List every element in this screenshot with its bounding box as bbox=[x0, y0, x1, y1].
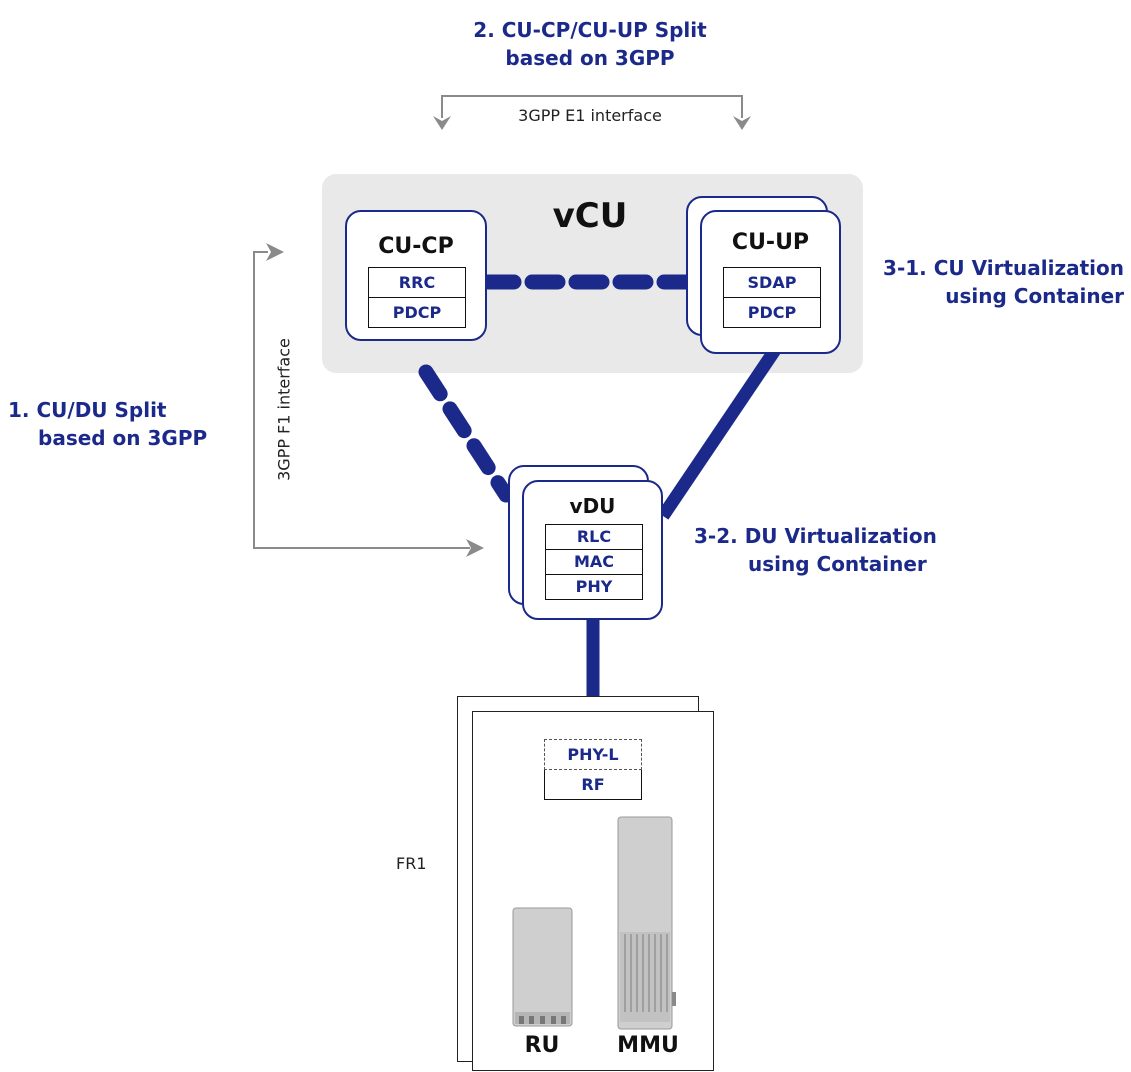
mmu-label: MMU bbox=[617, 1033, 679, 1058]
fr1-label: FR1 bbox=[396, 854, 427, 873]
vdu-card: vDU RLC MAC PHY bbox=[522, 480, 663, 620]
cu-du-split-line2: based on 3GPP bbox=[38, 426, 208, 450]
mmu-device-illustration bbox=[617, 816, 676, 1030]
cu-virtualization-line2: using Container bbox=[945, 284, 1124, 308]
du-virtualization-line2: using Container bbox=[748, 552, 927, 576]
e1-bracket bbox=[441, 95, 743, 118]
devices-illustration bbox=[512, 816, 676, 1030]
e1-interface-label: 3GPP E1 interface bbox=[518, 106, 662, 125]
e1-arrowhead-left bbox=[433, 116, 451, 130]
f1-arrowhead-bottom bbox=[466, 539, 484, 557]
vdu-layer-phy: PHY bbox=[575, 577, 613, 596]
cucp-cuup-split-line1: 2. CU-CP/CU-UP Split bbox=[473, 18, 707, 42]
cu-cp-stack: RRC PDCP bbox=[368, 267, 466, 328]
cu-cp-layer-rrc: RRC bbox=[369, 268, 465, 298]
ru-device-illustration bbox=[512, 907, 573, 1027]
cuup-vdu-link bbox=[657, 346, 781, 520]
e1-arrowhead-right bbox=[733, 116, 751, 130]
cucp-vdu-link bbox=[418, 364, 514, 503]
f1-arrowhead-top bbox=[266, 243, 284, 261]
cu-cp-layer-pdcp: PDCP bbox=[392, 303, 442, 322]
cu-du-split-label: 1. CU/DU Split based on 3GPP bbox=[8, 396, 228, 452]
radio-card: PHY-L RF RU MMU bbox=[472, 711, 714, 1071]
ru-label: RU bbox=[524, 1033, 560, 1058]
cu-up-layer-pdcp: PDCP bbox=[747, 303, 797, 322]
cucp-cuup-split-line2: based on 3GPP bbox=[505, 46, 675, 70]
radio-layer-rf: RF bbox=[544, 770, 642, 800]
vdu-layer-rlc: RLC bbox=[546, 525, 642, 550]
cu-virtualization-line1: 3-1. CU Virtualization bbox=[883, 256, 1124, 280]
du-virtualization-label: 3-2. DU Virtualization using Container bbox=[694, 522, 954, 578]
vcu-title: vCU bbox=[552, 196, 628, 236]
cu-cp-card: CU-CP RRC PDCP bbox=[345, 210, 487, 341]
du-virtualization-line1: 3-2. DU Virtualization bbox=[694, 524, 937, 548]
cu-up-stack: SDAP PDCP bbox=[723, 267, 821, 328]
cu-up-layer-sdap: SDAP bbox=[724, 268, 820, 298]
radio-layer-phy-l: PHY-L bbox=[544, 739, 642, 770]
cu-cp-title: CU-CP bbox=[378, 234, 454, 259]
cu-up-title: CU-UP bbox=[731, 230, 810, 255]
cu-virtualization-label: 3-1. CU Virtualization using Container bbox=[846, 254, 1124, 310]
cucp-cuup-split-label: 2. CU-CP/CU-UP Split based on 3GPP bbox=[430, 16, 750, 72]
radio-stack: PHY-L RF bbox=[544, 739, 642, 800]
cu-du-split-line1: 1. CU/DU Split bbox=[8, 398, 167, 422]
vdu-title: vDU bbox=[569, 494, 616, 518]
cu-up-card: CU-UP SDAP PDCP bbox=[700, 210, 841, 354]
f1-bracket bbox=[253, 251, 470, 549]
vdu-stack: RLC MAC PHY bbox=[545, 524, 643, 600]
vdu-layer-mac: MAC bbox=[546, 550, 642, 575]
